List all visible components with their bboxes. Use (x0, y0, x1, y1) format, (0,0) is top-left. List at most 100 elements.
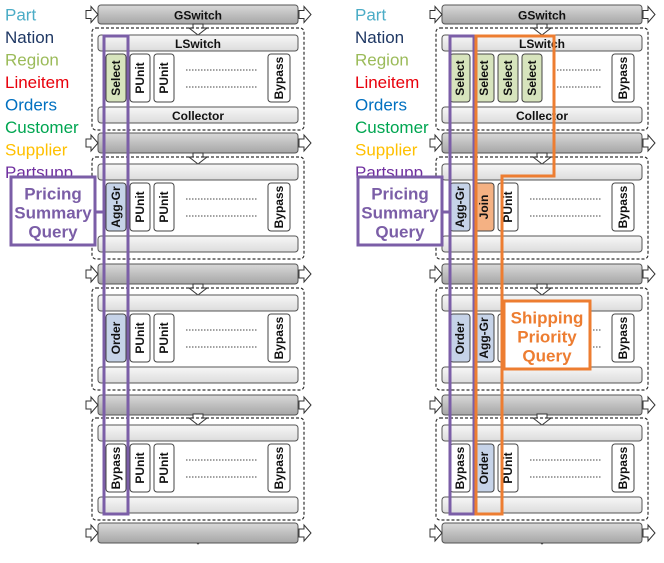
right-stage0-container (435, 27, 649, 131)
right-separator-bar-3-in-arrow (429, 523, 443, 543)
left-separator-bar-0-out-arrow (298, 133, 312, 153)
legend-right-supplier: Supplier (355, 141, 418, 160)
right-stage1-top-bar (441, 163, 643, 181)
left-stage0-cell-1-punit-label: PUnit (157, 62, 171, 93)
left-stage1-top-bar (97, 163, 299, 181)
right-separator-bar-2 (441, 394, 643, 416)
right-separator-bar-1 (441, 263, 643, 285)
right-stage0-bypass (611, 53, 635, 103)
right-stage3-bypass (611, 443, 635, 493)
left-gswitch-bar-in-arrow (85, 5, 99, 24)
left-stage2-top-bar (97, 294, 299, 312)
left-stage2-cell-order-label: Order (109, 321, 123, 354)
left-stage2-bypass-label: Bypass (272, 316, 286, 359)
left-stage1-cell-1-punit-label: PUnit (157, 191, 171, 222)
right-shipping-query-path (474, 34, 556, 516)
left-stage3-cell-1-punit-label: PUnit (157, 452, 171, 483)
right-separator-bar-0 (441, 132, 643, 154)
right-stage1-bypass (611, 182, 635, 232)
left-stage2-cell-1-punit-label: PUnit (157, 322, 171, 353)
right-stage2-bypass (611, 313, 635, 363)
left-stage3-input-arrow (187, 413, 209, 426)
left-separator-bar-3-out-arrow (298, 523, 312, 543)
left-stage0-cell-0-punit-label: PUnit (133, 62, 147, 93)
left-stage1-input-arrow (187, 152, 209, 165)
left-stage0-input-arrow (187, 23, 209, 36)
left-stage3-cell-0-punit (129, 443, 151, 493)
right-stage2-container (435, 287, 649, 391)
right-stage2-cell-order-label: Order (453, 321, 467, 354)
right-stage0-bottom-bar (441, 106, 643, 124)
legend-right-lineitem: Lineitem (355, 73, 419, 92)
left-stage3-bottom-bar (97, 496, 299, 514)
left-stage2-cell-0-punit-label: PUnit (133, 322, 147, 353)
left-stage1-cell-agg-gr (105, 182, 127, 232)
left-gswitch-label: GSwitch (174, 9, 222, 23)
right-stage0-cell-2-select-label: Select (525, 60, 539, 95)
left-collector-label: Collector (172, 109, 224, 123)
left-stage3-top-bar (97, 424, 299, 442)
right-stage3-cell-1-punit-label: PUnit (501, 452, 515, 483)
left-separator-bar-3 (97, 522, 299, 544)
legend-left-supplier: Supplier (5, 141, 68, 160)
right-gswitch-bar-out-arrow (642, 5, 656, 24)
left-stage0-bypass (267, 53, 291, 103)
right-separator-bar-1-in-arrow (429, 264, 443, 284)
legend-right-part: Part (355, 6, 386, 25)
left-pricing-query-label-line-2: Query (28, 223, 78, 242)
legend-left-part: Part (5, 6, 36, 25)
left-stage0-top-bar (97, 34, 299, 52)
left-stage1-cell-0-punit (129, 182, 151, 232)
right-stage1-cell-1-punit-label: PUnit (501, 191, 515, 222)
right-gswitch-label: GSwitch (518, 9, 566, 23)
legend-right-customer: Customer (355, 118, 429, 137)
right-stage0-input-arrow (531, 23, 553, 36)
left-pricing-query-label-line-1: Summary (14, 204, 92, 223)
left-stage1-cell-1-punit (153, 182, 175, 232)
left-stage2-cell-order (105, 313, 127, 363)
right-lswitch-label: LSwitch (519, 37, 565, 51)
right-collector-label: Collector (516, 109, 568, 123)
left-stage1-cell-agg-gr-label: Agg-Gr (109, 186, 123, 228)
legend-left-orders: Orders (5, 96, 57, 115)
left-stage3-cell-bypass-label: Bypass (109, 446, 123, 489)
left-stage2-bottom-bar (97, 366, 299, 384)
left-separator-bar-0-in-arrow (85, 133, 99, 153)
right-stage2-bypass-label: Bypass (616, 316, 630, 359)
right-stage3-input-arrow (531, 413, 553, 426)
right-separator-bar-2-in-arrow (429, 395, 443, 415)
right-pricing-query-label-line-0: Pricing (371, 185, 429, 204)
right-stage3-bottom-bar (441, 496, 643, 514)
right-shipping-query-label-line-1: Priority (517, 328, 577, 347)
right-shipping-query-label-line-2: Query (522, 347, 572, 366)
legend-right-nation: Nation (355, 28, 404, 47)
left-pricing-query-label-line-0: Pricing (24, 185, 82, 204)
right-stage1-cell-0-join-label: Join (477, 195, 491, 220)
legend-right-orders: Orders (355, 96, 407, 115)
left-stage0-cell-1-punit (153, 53, 175, 103)
left-stage2-bypass (267, 313, 291, 363)
left-stage2-container (91, 287, 305, 391)
right-stage1-cell-agg-gr-label: Agg-Gr (453, 186, 467, 228)
left-stage0-cell-select (105, 53, 127, 103)
left-gswitch-bar-out-arrow (298, 5, 312, 24)
right-shipping-query-label-line-0: Shipping (511, 309, 584, 328)
left-stage1-bypass (267, 182, 291, 232)
legend-left-customer: Customer (5, 118, 79, 137)
right-separator-bar-3-out-arrow (642, 523, 656, 543)
right-stage0-cell-1-select (497, 53, 519, 103)
right-stage1-bottom-bar (441, 235, 643, 253)
left-stage1-cell-0-punit-label: PUnit (133, 191, 147, 222)
right-stage3-top-bar (441, 424, 643, 442)
right-stage1-input-arrow (531, 152, 553, 165)
right-stage0-cell-select-label: Select (453, 60, 467, 95)
right-separator-bar-1-out-arrow (642, 264, 656, 284)
right-pricing-query-column (448, 34, 476, 516)
left-separator-bar-2-in-arrow (85, 395, 99, 415)
left-stage3-cell-1-punit (153, 443, 175, 493)
left-stage2-cell-1-punit (153, 313, 175, 363)
left-pricing-query-label-box (9, 175, 97, 247)
left-pricing-query-column (102, 34, 130, 516)
